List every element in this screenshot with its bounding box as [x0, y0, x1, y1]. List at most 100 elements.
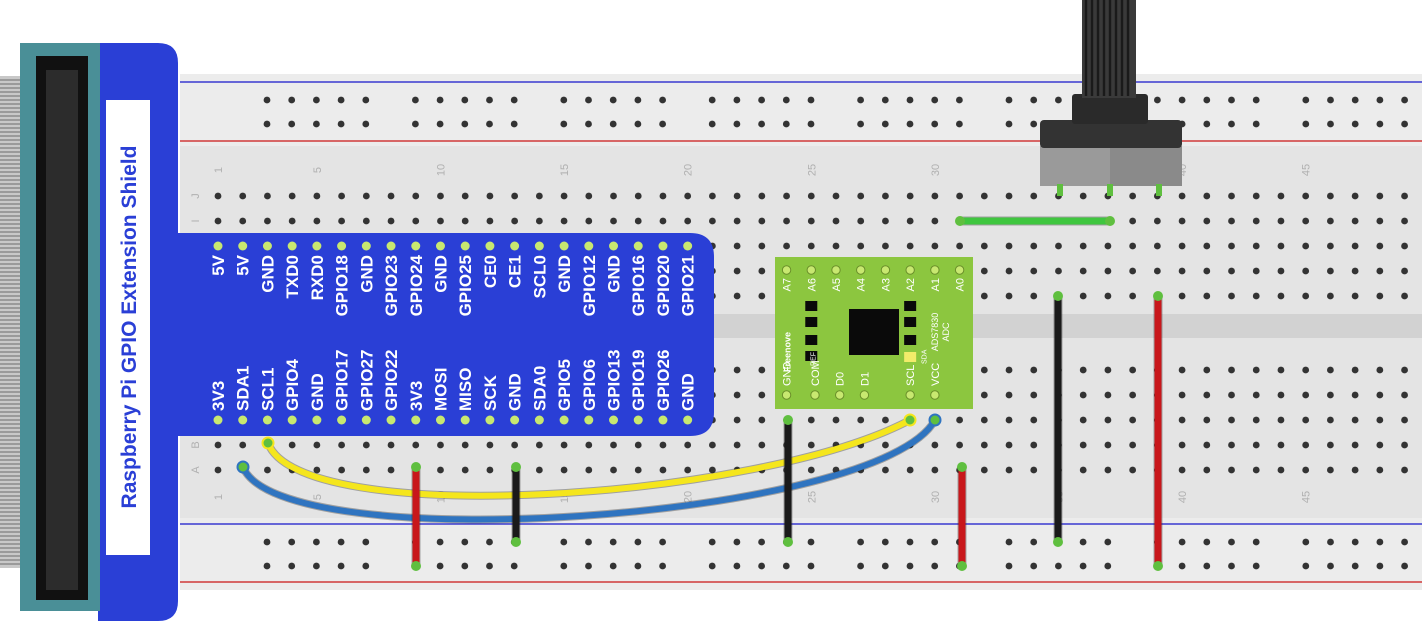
potentiometer-body-shade — [1040, 146, 1110, 186]
shield-pin-label-top: GPIO12 — [580, 255, 599, 316]
breadboard-hole — [1005, 441, 1013, 449]
breadboard-hole — [610, 441, 617, 449]
adc-pin-top — [954, 265, 965, 275]
adc-pin-top — [930, 265, 940, 275]
breadboard-hole — [634, 217, 642, 225]
rail-hole — [1178, 96, 1186, 104]
breadboard-hole — [1203, 366, 1211, 374]
shield-pin-label-bottom: GPIO5 — [555, 359, 574, 411]
shield-pin-label-top: CE0 — [481, 255, 500, 288]
breadboard-hole — [1178, 192, 1186, 200]
breadboard-hole — [857, 242, 865, 250]
rail-hole — [1030, 562, 1038, 570]
rail-hole — [1302, 538, 1310, 546]
rail-hole — [733, 538, 741, 546]
shield-pin-label-top: GND — [258, 255, 277, 293]
rail-hole — [758, 96, 765, 104]
breadboard-hole — [1351, 267, 1359, 275]
adc-pin-label-bottom: SCL — [905, 365, 917, 386]
shield-pin-label-bottom: GND — [679, 373, 698, 411]
rail-hole — [1302, 96, 1310, 104]
breadboard-hole — [461, 466, 469, 474]
breadboard-hole — [1030, 192, 1038, 200]
shield-pin-bottom — [262, 415, 272, 425]
breadboard-hole — [1277, 242, 1285, 250]
breadboard-hole — [1302, 416, 1310, 424]
breadboard-hole — [980, 267, 988, 275]
rail-hole — [1376, 538, 1384, 546]
rail-hole — [1327, 120, 1334, 128]
rail-hole — [782, 120, 790, 128]
adc-pin-label-top: A6 — [806, 278, 818, 291]
rail-hole — [758, 538, 765, 546]
shield-body — [98, 43, 714, 621]
breadboard-hole — [1178, 292, 1186, 300]
breadboard-hole — [1030, 242, 1038, 250]
breadboard-hole — [857, 217, 865, 225]
breadboard-hole — [783, 192, 790, 200]
breadboard-hole — [338, 441, 345, 449]
breadboard-hole — [1376, 366, 1384, 374]
column-number-top: 45 — [1301, 164, 1313, 176]
breadboard-hole — [1153, 267, 1161, 275]
adc-pin-label-top: A0 — [955, 278, 967, 291]
breadboard-hole — [1351, 416, 1359, 424]
rail-hole — [906, 120, 914, 128]
rail-hole — [906, 96, 914, 104]
shield-pin-bottom — [287, 415, 297, 425]
rail-hole — [956, 96, 963, 104]
breadboard-hole — [1401, 242, 1408, 250]
breadboard-hole — [733, 366, 741, 374]
rail-hole — [1005, 562, 1013, 570]
breadboard-hole — [1277, 192, 1285, 200]
breadboard-hole — [1401, 217, 1408, 225]
breadboard-hole — [832, 192, 840, 200]
rail-hole — [560, 96, 568, 104]
shield-pin-bottom — [584, 415, 594, 425]
breadboard-hole — [758, 416, 766, 424]
rail-hole — [1154, 96, 1161, 104]
breadboard-hole — [313, 192, 321, 200]
potentiometer-pin-3 — [1156, 184, 1162, 196]
shield-pin-label-bottom: 3V3 — [209, 381, 228, 411]
rail-hole — [486, 562, 493, 570]
rail-hole — [1203, 562, 1211, 570]
rail-hole — [263, 96, 271, 104]
shield-pin-label-top: GPIO16 — [629, 255, 648, 316]
shield-pin-bottom — [361, 415, 371, 425]
breadboard-hole — [956, 441, 963, 449]
breadboard-hole — [1178, 466, 1186, 474]
breadboard-hole — [956, 192, 963, 200]
column-number-top: 30 — [930, 164, 942, 176]
breadboard-hole — [214, 466, 222, 474]
breadboard-hole — [1129, 192, 1137, 200]
breadboard-hole — [1401, 366, 1408, 374]
breadboard-hole — [461, 192, 469, 200]
breadboard-hole — [1302, 292, 1310, 300]
breadboard-hole — [1079, 192, 1087, 200]
shield-pins: 5V3V35VSDA1GNDSCL1TXD0GPIO4RXD0GNDGPIO18… — [209, 241, 698, 425]
breadboard-hole — [437, 192, 444, 200]
rail-hole — [412, 96, 419, 104]
rail-hole — [807, 562, 815, 570]
adc-pin-bottom — [859, 390, 870, 400]
breadboard-hole — [1351, 192, 1359, 200]
breadboard-hole — [1252, 292, 1260, 300]
adc-chip-label: ADC — [941, 322, 951, 342]
breadboard-hole — [1351, 217, 1359, 225]
shield-pin-top — [361, 241, 371, 251]
breadboard-hole — [1327, 242, 1334, 250]
breadboard-hole — [1302, 366, 1310, 374]
rail-hole — [708, 120, 716, 128]
breadboard-hole — [733, 192, 741, 200]
shield-pin-label-bottom: GPIO13 — [605, 350, 624, 411]
rail-hole — [1401, 538, 1408, 546]
row-letter: I — [190, 219, 202, 222]
rail-hole — [708, 538, 716, 546]
breadboard-hole — [1252, 267, 1260, 275]
breadboard-hole — [758, 441, 766, 449]
rail-hole — [1055, 562, 1062, 570]
rail-hole — [1401, 562, 1408, 570]
breadboard-hole — [980, 466, 988, 474]
breadboard-hole — [1203, 192, 1211, 200]
